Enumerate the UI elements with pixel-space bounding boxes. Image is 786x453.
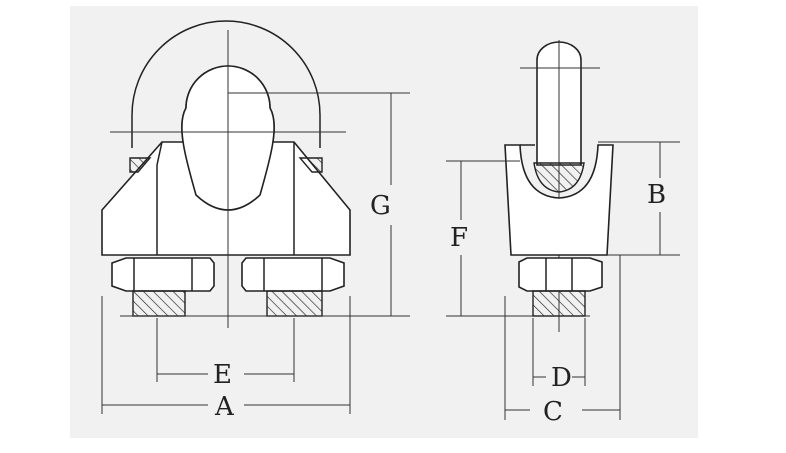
side-view xyxy=(446,40,680,420)
label-g: G xyxy=(370,191,391,221)
label-a: A xyxy=(214,392,235,422)
label-b: B xyxy=(647,180,666,210)
side-saddle xyxy=(504,144,614,256)
u-bolt-outer xyxy=(131,20,321,148)
right-thread xyxy=(266,290,323,317)
right-nut xyxy=(241,257,345,292)
left-thread xyxy=(132,290,186,317)
label-e: E xyxy=(213,360,232,390)
label-c: C xyxy=(543,397,563,427)
side-nut xyxy=(518,257,603,292)
label-f: F xyxy=(450,223,468,253)
label-d: D xyxy=(551,363,572,393)
front-view xyxy=(101,20,410,414)
left-nut xyxy=(111,257,215,292)
side-thread xyxy=(532,290,586,317)
